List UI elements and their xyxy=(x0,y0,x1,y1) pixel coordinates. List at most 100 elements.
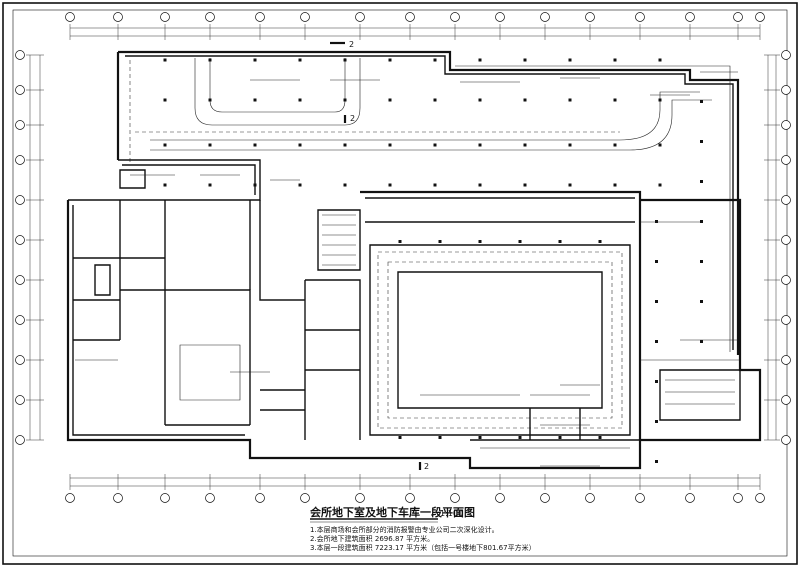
axis-bubble xyxy=(755,12,765,22)
driveway-lanes xyxy=(129,58,712,165)
axis-bubble xyxy=(65,493,75,503)
column-marker xyxy=(478,240,482,243)
axis-bubble xyxy=(65,12,75,22)
column-marker xyxy=(700,340,703,343)
column-marker xyxy=(658,58,662,62)
axis-bubble xyxy=(205,493,215,503)
column-marker xyxy=(523,183,527,187)
column-marker xyxy=(163,183,167,187)
axis-bubble xyxy=(300,493,310,503)
right-dimension-chain xyxy=(764,54,780,441)
axis-bubble xyxy=(160,12,170,22)
column-marker xyxy=(558,240,562,243)
column-marker xyxy=(433,143,437,147)
axis-bubble xyxy=(450,493,460,503)
column-marker xyxy=(398,436,402,439)
column-marker xyxy=(568,58,572,62)
column-marker xyxy=(298,58,302,62)
column-marker xyxy=(343,98,347,102)
axis-bubble xyxy=(781,435,791,445)
column-marker xyxy=(343,143,347,147)
section-mark-3: 2 xyxy=(424,462,429,471)
column-marker xyxy=(433,58,437,62)
column-marker xyxy=(208,58,212,62)
column-marker xyxy=(658,98,662,102)
column-marker xyxy=(163,58,167,62)
column-marker xyxy=(388,98,392,102)
axis-bubble xyxy=(781,50,791,60)
axis-bubble xyxy=(255,12,265,22)
column-marker xyxy=(700,260,703,263)
axis-bubble xyxy=(113,12,123,22)
axis-bubble xyxy=(15,120,25,130)
column-marker xyxy=(398,240,402,243)
column-marker xyxy=(613,98,617,102)
top-dimension-chain xyxy=(69,24,761,40)
column-marker xyxy=(298,143,302,147)
column-marker xyxy=(613,143,617,147)
axis-bubble xyxy=(355,493,365,503)
column-marker xyxy=(658,183,662,187)
column-marker xyxy=(655,380,658,383)
axis-bubble xyxy=(635,12,645,22)
axis-bubble xyxy=(15,395,25,405)
axis-bubble xyxy=(585,12,595,22)
axis-bubble xyxy=(495,12,505,22)
column-marker xyxy=(388,143,392,147)
axis-bubble xyxy=(15,435,25,445)
note-line-2: 2.会所地下建筑面积 2696.87 平方米。 xyxy=(310,534,434,543)
column-marker xyxy=(478,143,482,147)
axis-bubble xyxy=(781,395,791,405)
column-marker xyxy=(438,436,442,439)
column-marker xyxy=(478,183,482,187)
interior-partitions xyxy=(73,169,361,440)
axis-bubble xyxy=(450,12,460,22)
column-marker xyxy=(655,460,658,463)
column-marker xyxy=(655,220,658,223)
column-marker xyxy=(568,98,572,102)
column-marker xyxy=(700,100,703,103)
column-marker xyxy=(655,340,658,343)
column-marker xyxy=(658,143,662,147)
axis-bubble xyxy=(495,493,505,503)
column-marker xyxy=(388,58,392,62)
axis-bubble xyxy=(781,195,791,205)
column-marker xyxy=(163,98,167,102)
section-mark-1: 2 xyxy=(349,40,354,49)
note-line-1: 1.本层商场和会所部分的消防报警由专业公司二次深化设计。 xyxy=(310,525,499,534)
section-marks: 2 2 2 xyxy=(330,40,429,471)
column-marker xyxy=(298,183,302,187)
axis-bubble xyxy=(355,12,365,22)
column-marker xyxy=(700,300,703,303)
axis-bubble xyxy=(15,315,25,325)
axis-bubble xyxy=(255,493,265,503)
axis-bubble xyxy=(585,493,595,503)
axis-bubble xyxy=(15,85,25,95)
axis-bubble xyxy=(300,12,310,22)
axis-bubble xyxy=(781,315,791,325)
column-marker xyxy=(655,300,658,303)
axis-bubble xyxy=(540,493,550,503)
column-marker xyxy=(253,143,257,147)
column-marker xyxy=(700,220,703,223)
column-marker xyxy=(655,260,658,263)
axis-bubble xyxy=(405,12,415,22)
axis-bubble xyxy=(685,493,695,503)
garage-outer-walls xyxy=(116,50,740,355)
central-hall xyxy=(369,221,741,449)
column-marker xyxy=(523,98,527,102)
column-marker xyxy=(655,420,658,423)
column-marker xyxy=(433,98,437,102)
column-marker xyxy=(253,58,257,62)
axis-bubble xyxy=(733,12,743,22)
bottom-dimension-chain xyxy=(69,474,761,490)
column-marker xyxy=(558,436,562,439)
column-marker xyxy=(208,98,212,102)
title-block: 会所地下室及地下车库一段平面图 1:100 1.本层商场和会所部分的消防报警由专… xyxy=(310,505,536,552)
column-marker xyxy=(298,98,302,102)
column-marker xyxy=(388,183,392,187)
axis-bubble xyxy=(113,493,123,503)
axis-bubble xyxy=(540,12,550,22)
axis-bubble xyxy=(15,155,25,165)
